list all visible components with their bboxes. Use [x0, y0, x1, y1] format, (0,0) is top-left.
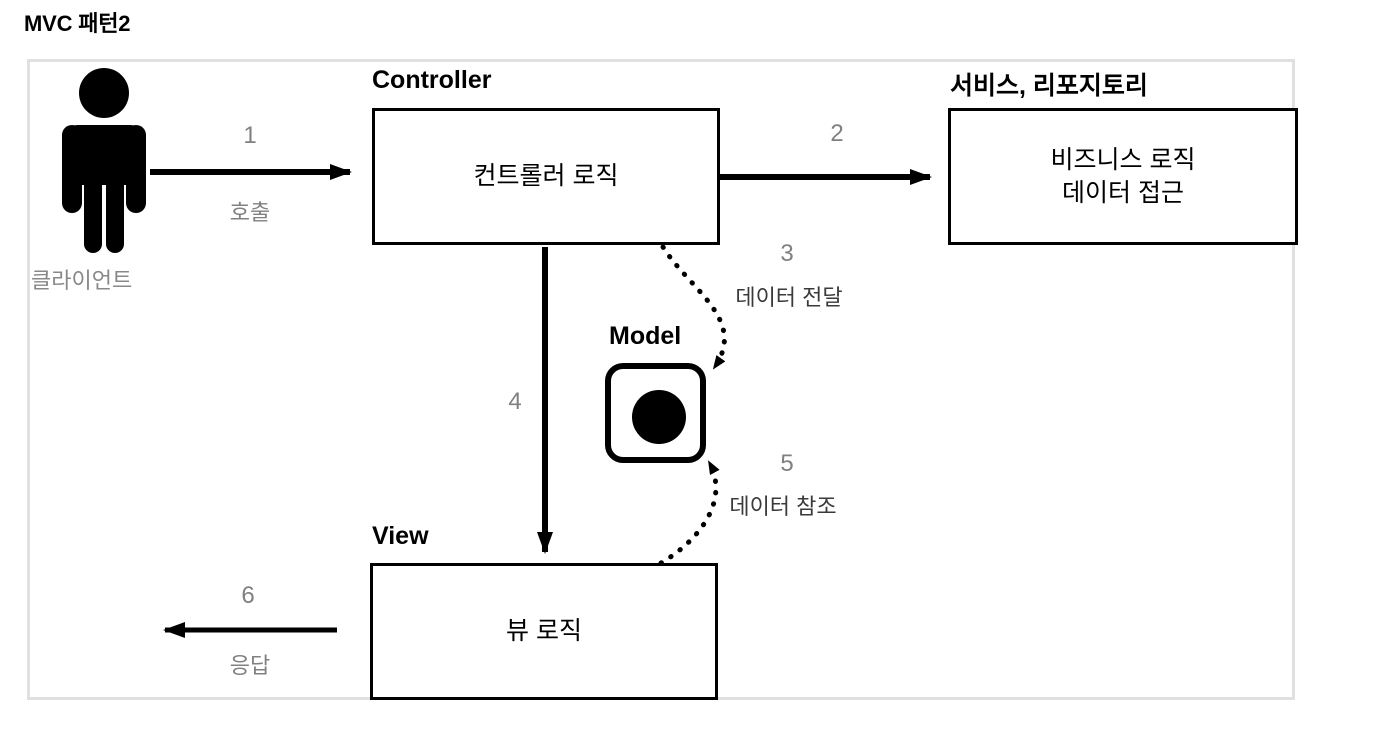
node-box-model[interactable] [605, 363, 706, 463]
edge-3-label: 데이터 전달 [735, 285, 843, 310]
node-label-service-repository: 서비스, 리포지토리 [950, 72, 1148, 100]
node-box-service-repository[interactable]: 비즈니스 로직 데이터 접근 [948, 108, 1298, 245]
actor-caption: 클라이언트 [31, 268, 133, 293]
edge-1-number: 1 [243, 122, 257, 149]
edge-1-label: 호출 [229, 200, 271, 225]
edge-4-number: 4 [508, 388, 522, 415]
node-text-view-line-1: 뷰 로직 [506, 617, 582, 645]
edge-5-label: 데이터 참조 [729, 494, 837, 519]
node-label-view: View [372, 522, 429, 550]
node-label-model: Model [609, 322, 682, 350]
person-icon [62, 68, 146, 253]
node-text-service-line-1: 비즈니스 로직 [1050, 145, 1196, 174]
node-text-service-line-2: 데이터 접근 [1062, 178, 1184, 207]
page-title: MVC 패턴2 [24, 11, 131, 36]
node-box-view[interactable]: 뷰 로직 [370, 563, 718, 700]
edge-2-number: 2 [830, 120, 844, 147]
node-label-controller: Controller [372, 66, 492, 94]
model-dot-icon [632, 390, 686, 444]
node-box-controller[interactable]: 컨트롤러 로직 [372, 108, 720, 245]
node-text-controller-line-1: 컨트롤러 로직 [473, 162, 619, 190]
edge-6-label: 응답 [229, 653, 271, 678]
edge-6-number: 6 [241, 582, 255, 609]
edge-3-number: 3 [780, 240, 794, 267]
edge-5-number: 5 [780, 450, 794, 477]
